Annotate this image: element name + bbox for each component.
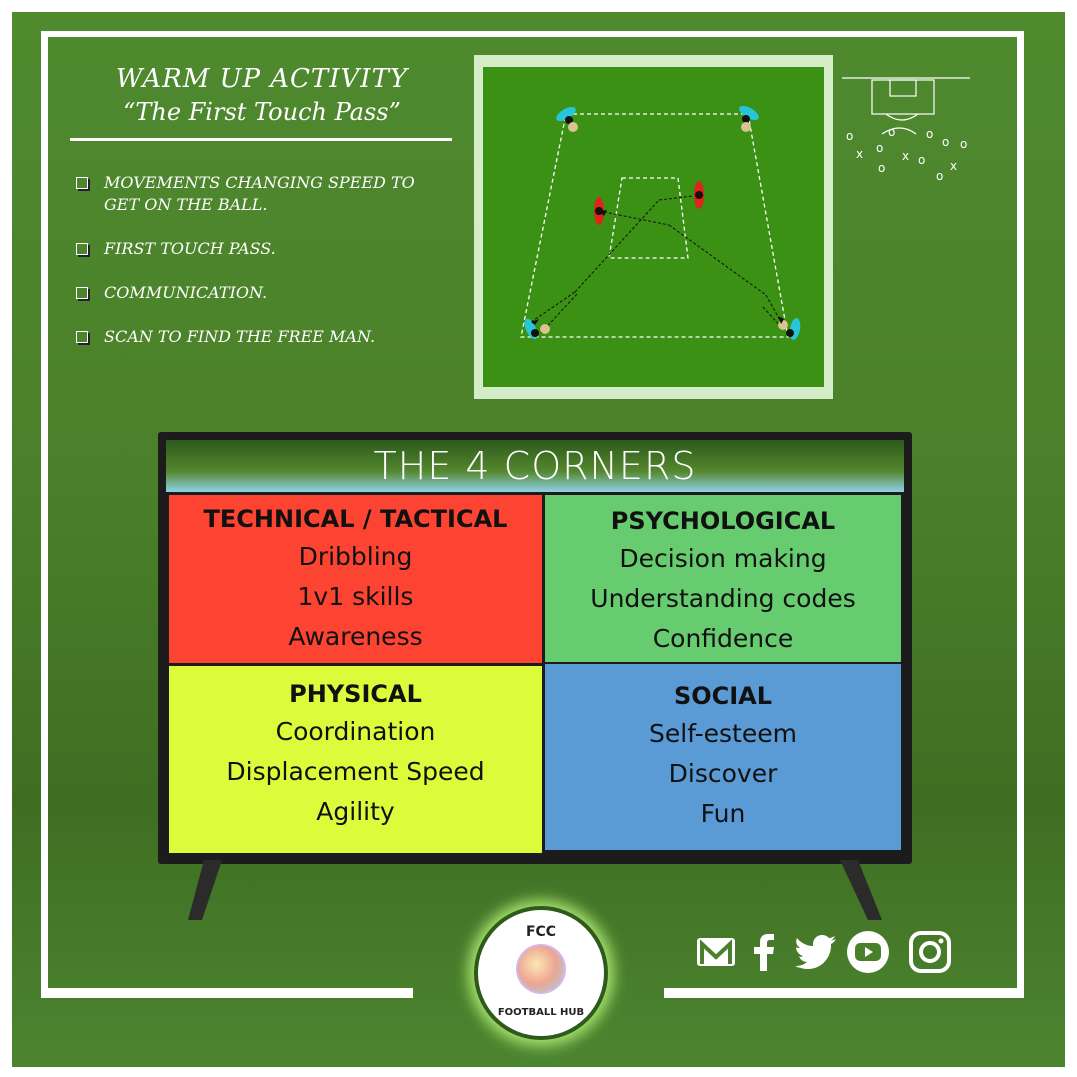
frame-left	[41, 31, 48, 998]
card-item: Agility	[316, 797, 395, 826]
svg-text:o: o	[936, 169, 943, 183]
frame-bottom-right	[664, 988, 1024, 998]
social-card: SOCIAL Self-esteem Discover Fun	[545, 664, 901, 850]
card-item: Confidence	[652, 624, 794, 653]
fcc-football-hub-logo[interactable]: FCC FOOTBALL HUB	[474, 906, 608, 1040]
poster: WARM UP ACTIVITY “The First Touch Pass” …	[12, 12, 1065, 1067]
svg-text:x: x	[902, 149, 909, 163]
title-divider	[70, 138, 452, 141]
card-heading: PHYSICAL	[289, 680, 422, 708]
technical-tactical-card: TECHNICAL / TACTICAL Dribbling 1v1 skill…	[169, 495, 542, 663]
list-item: SCAN TO FIND THE FREE MAN.	[74, 326, 454, 348]
card-heading: TECHNICAL / TACTICAL	[203, 505, 508, 533]
twitter-icon[interactable]	[794, 930, 838, 974]
svg-text:x: x	[856, 147, 863, 161]
card-heading: PSYCHOLOGICAL	[610, 507, 836, 535]
tv-leg-left	[188, 860, 222, 920]
card-item: Fun	[700, 799, 746, 828]
list-item: FIRST TOUCH PASS.	[74, 238, 454, 260]
card-item: Self-esteem	[649, 719, 797, 748]
frame-top	[41, 31, 1024, 37]
svg-text:o: o	[960, 137, 967, 151]
card-item: Dribbling	[298, 542, 413, 571]
facebook-icon[interactable]	[742, 930, 786, 974]
list-item: MOVEMENTS CHANGING SPEED TO GET ON THE B…	[74, 172, 454, 216]
svg-text:o: o	[926, 127, 933, 141]
list-item: COMMUNICATION.	[74, 282, 454, 304]
card-item: Displacement Speed	[226, 757, 485, 786]
logo-bottom-text: FOOTBALL HUB	[497, 1007, 585, 1018]
svg-text:o: o	[942, 135, 949, 149]
football-icon	[516, 944, 566, 994]
frame-right	[1017, 31, 1024, 998]
card-heading: SOCIAL	[673, 682, 773, 710]
checkbox-icon	[76, 331, 88, 343]
card-item: Awareness	[288, 622, 423, 651]
checkbox-icon	[76, 177, 88, 189]
youtube-icon[interactable]	[846, 930, 890, 974]
physical-card: PHYSICAL Coordination Displacement Speed…	[169, 666, 542, 853]
page-subtitle: “The First Touch Pass”	[123, 98, 401, 126]
key-points-list: MOVEMENTS CHANGING SPEED TO GET ON THE B…	[74, 172, 454, 370]
corners-title: THE 4 CORNERS	[373, 444, 697, 488]
page-title: WARM UP ACTIVITY	[115, 64, 409, 94]
title-block: WARM UP ACTIVITY “The First Touch Pass”	[72, 64, 452, 126]
svg-text:o: o	[878, 161, 885, 175]
svg-text:x: x	[950, 159, 957, 173]
card-item: Understanding codes	[590, 584, 856, 613]
svg-text:o: o	[846, 129, 853, 143]
logo-top-text: FCC	[525, 924, 557, 940]
pitch-diagram	[483, 67, 824, 387]
card-item: 1v1 skills	[297, 582, 414, 611]
svg-text:o: o	[918, 153, 925, 167]
instagram-icon[interactable]	[908, 930, 952, 974]
frame-bottom-left	[41, 988, 413, 998]
mail-icon[interactable]	[694, 930, 738, 974]
tv-leg-right	[840, 860, 882, 920]
svg-text:o: o	[876, 141, 883, 155]
checkbox-icon	[76, 287, 88, 299]
checkbox-icon	[76, 243, 88, 255]
corners-title-bar: THE 4 CORNERS	[166, 440, 904, 492]
card-item: Discover	[668, 759, 778, 788]
card-item: Coordination	[275, 717, 436, 746]
psychological-card: PSYCHOLOGICAL Decision making Understand…	[545, 495, 901, 662]
blue-players	[524, 106, 801, 340]
card-item: Decision making	[619, 544, 827, 573]
svg-text:o: o	[888, 125, 895, 139]
